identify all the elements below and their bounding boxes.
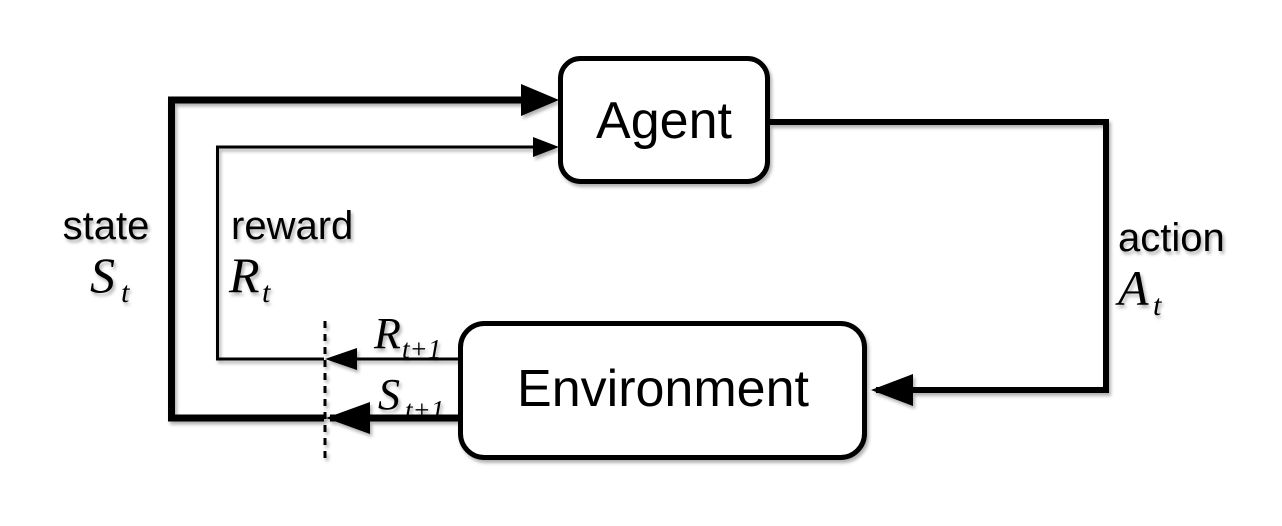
action-arrowhead-icon — [871, 374, 913, 406]
state-line-to-agent — [168, 96, 522, 422]
action-symbol: A — [1115, 260, 1149, 316]
action-subscript: t — [1153, 289, 1162, 322]
action-word: action — [1118, 216, 1225, 260]
next-state-symbol: S — [378, 370, 400, 419]
state-subscript: t — [121, 276, 130, 309]
state-symbol: S — [90, 247, 115, 303]
diagram-group: Agent Environment state S t reward R t a… — [63, 56, 1225, 460]
reward-arrowhead-icon — [533, 137, 559, 157]
reward-subscript: t — [262, 276, 271, 309]
environment-box — [458, 321, 867, 460]
next-reward-symbol: R — [373, 309, 401, 358]
agent-box — [558, 56, 770, 184]
reward-symbol: R — [228, 247, 260, 303]
reward-line-to-agent — [216, 145, 535, 361]
action-line — [769, 119, 1109, 393]
next-reward-subscript: t+1 — [402, 334, 441, 364]
agent-label: Agent — [596, 92, 732, 150]
next-state-arrowhead-icon — [326, 402, 370, 434]
state-arrowhead-icon — [521, 84, 559, 116]
next-reward-arrowhead-icon — [325, 348, 357, 370]
next-state-subscript: t+1 — [405, 395, 444, 425]
reward-word: reward — [231, 204, 353, 248]
environment-label: Environment — [517, 360, 809, 418]
state-word: state — [63, 204, 150, 248]
